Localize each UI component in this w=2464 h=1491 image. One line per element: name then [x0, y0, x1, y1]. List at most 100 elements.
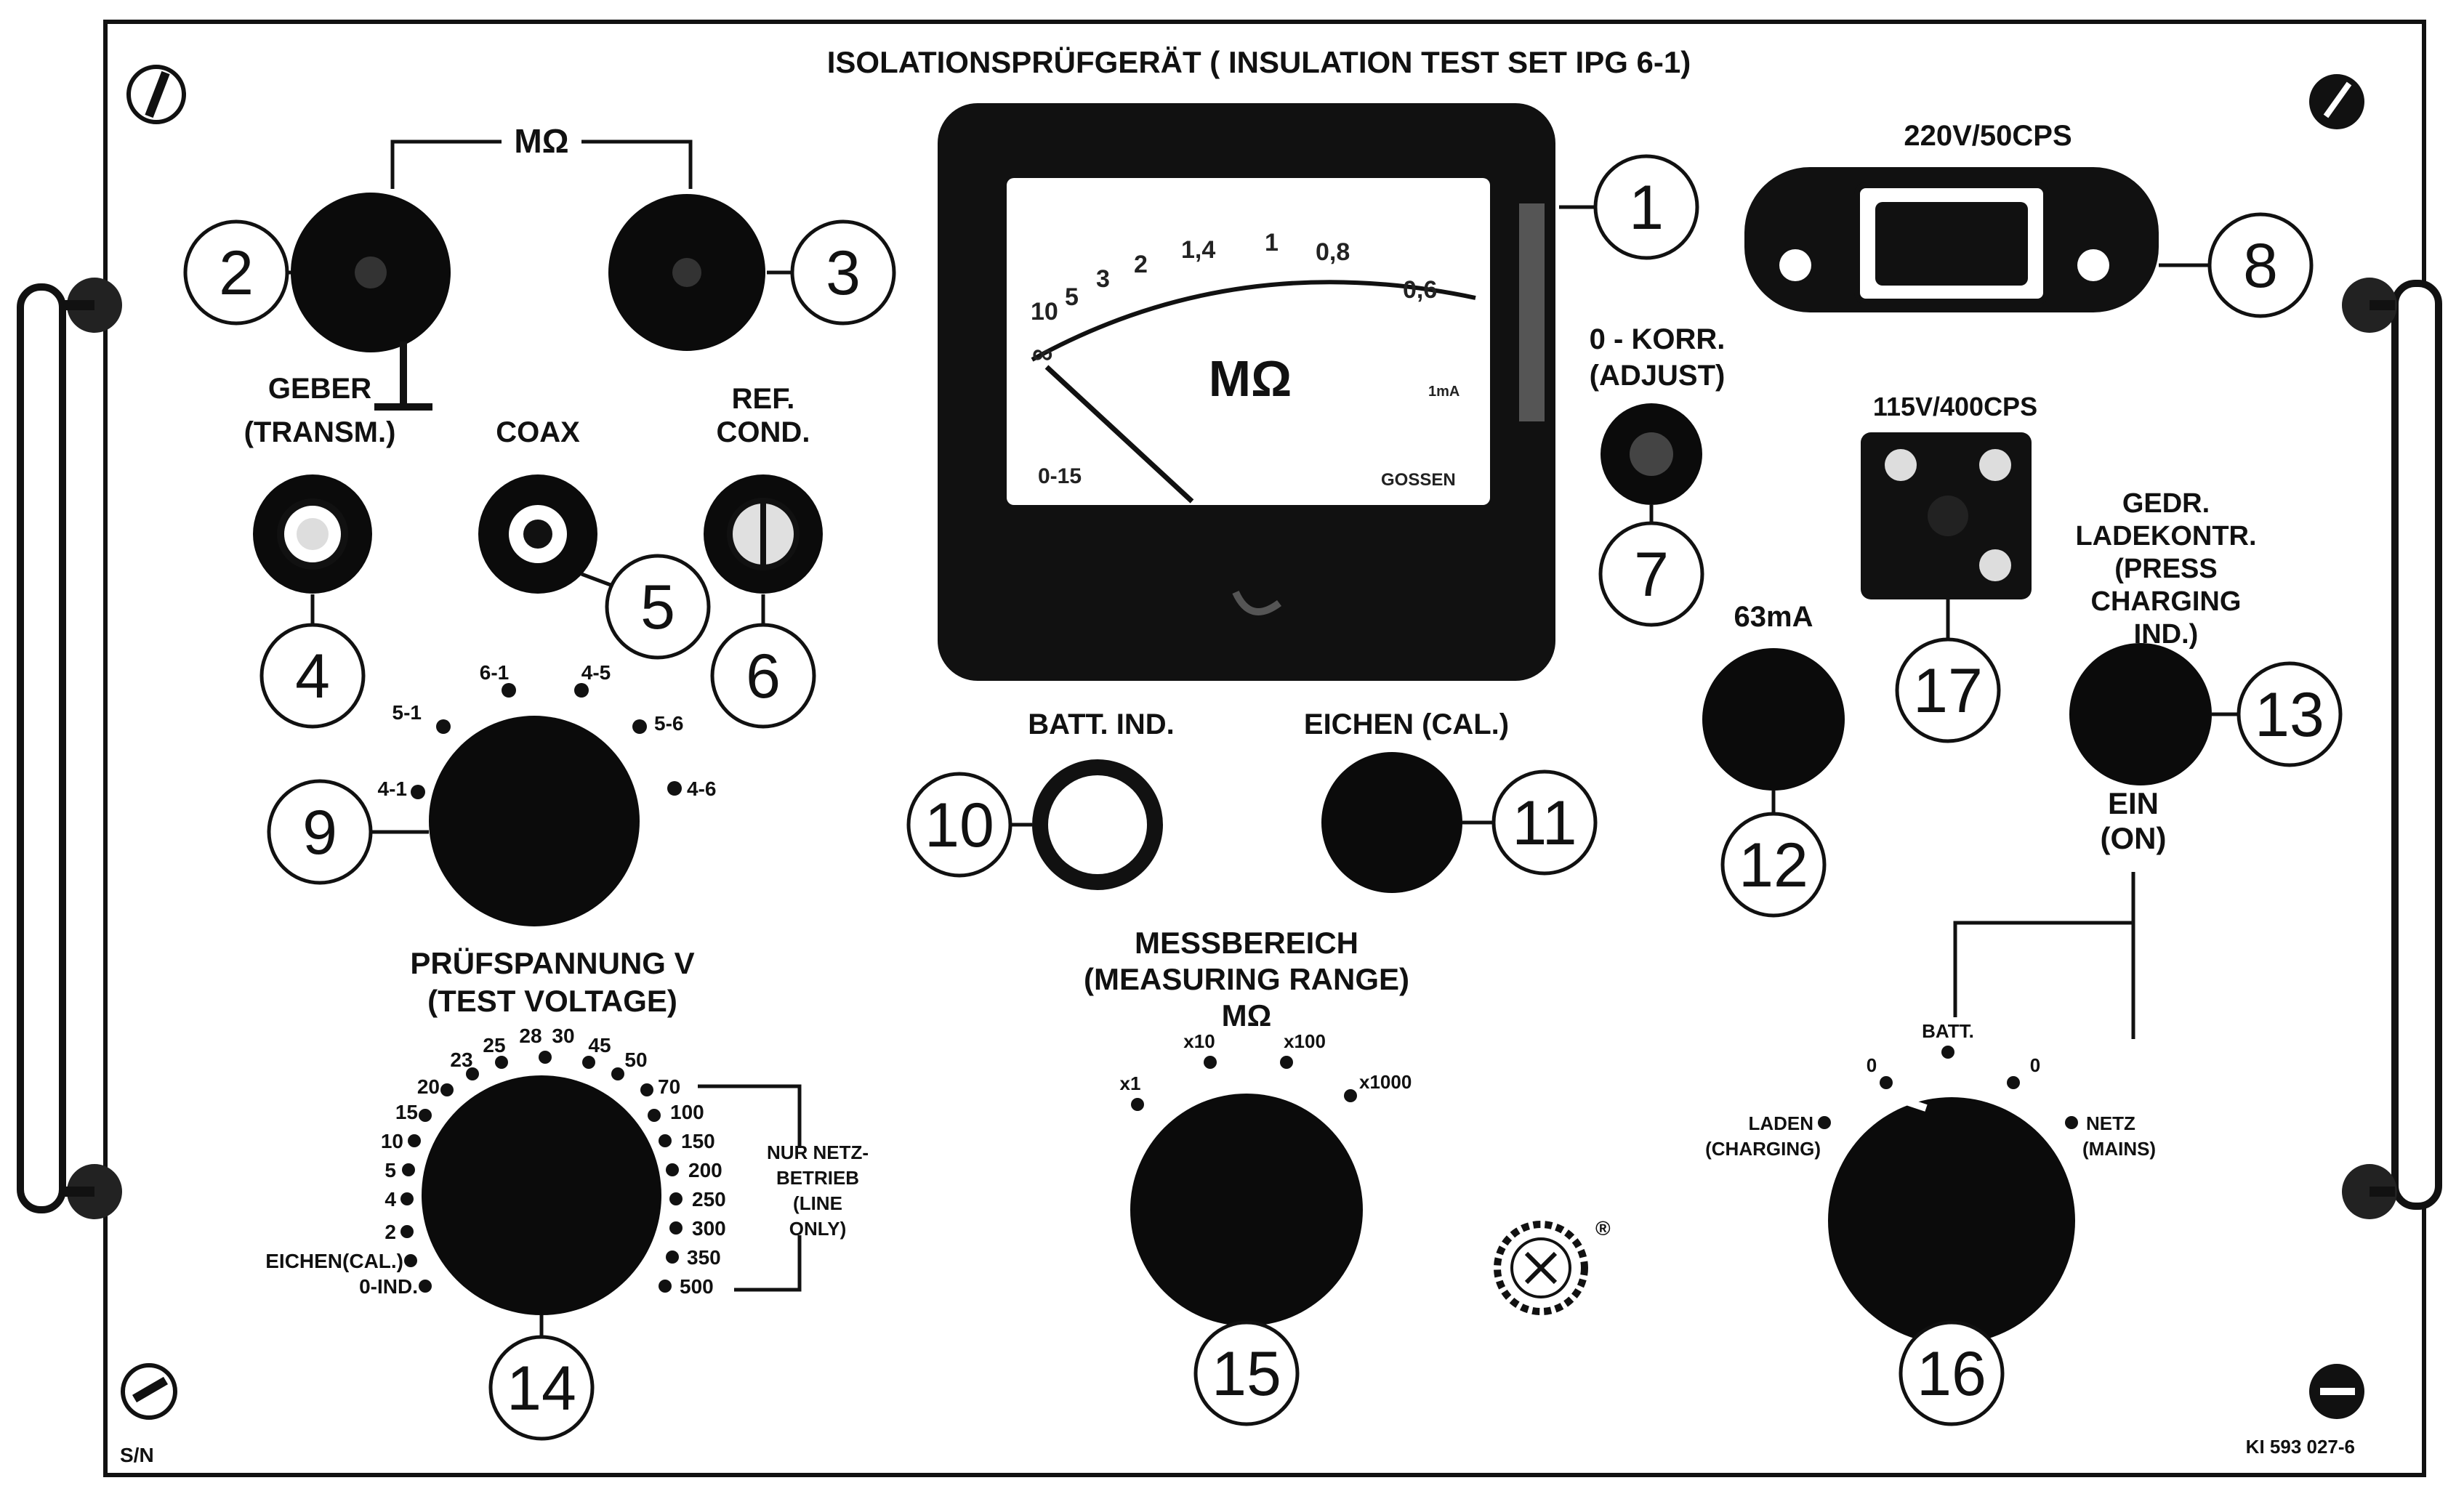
callout-13: 13 [2236, 661, 2343, 767]
position-dot [1280, 1056, 1293, 1069]
on-bracket [1953, 872, 2135, 1039]
svg-text:7: 7 [1634, 540, 1669, 610]
svg-text:13: 13 [2255, 680, 2324, 750]
voltage-position-label: 2 [385, 1221, 396, 1243]
callout-14: 14 [488, 1335, 595, 1441]
callout-5: 5 [605, 554, 711, 660]
selector-position-label: 4-5 [581, 661, 611, 684]
mode-position-label: (CHARGING) [1705, 1138, 1821, 1160]
meter-scale-label: ∞ [1032, 338, 1053, 370]
voltage-position-label: 50 [624, 1048, 647, 1071]
line-only-label: (LINE [793, 1192, 842, 1214]
line-only-label: BETRIEB [776, 1167, 859, 1189]
svg-text:8: 8 [2243, 231, 2278, 301]
megohm-meter [938, 103, 1555, 681]
callout-10: 10 [906, 772, 1012, 878]
position-dot [1818, 1116, 1831, 1129]
svg-text:1: 1 [1629, 173, 1664, 243]
zero-adjust-label: (ADJUST) [1590, 360, 1726, 392]
svg-text:4: 4 [295, 642, 330, 711]
power-inlet-220v[interactable] [1744, 167, 2159, 312]
selector-position-label: 4-1 [378, 777, 407, 800]
callout-2: 2 [183, 219, 289, 326]
position-dot [632, 719, 647, 734]
line-only-bracket [698, 1084, 802, 1292]
position-dot [2065, 1116, 2078, 1129]
meter-unit: MΩ [1209, 350, 1292, 407]
geber-label: GEBER [268, 373, 371, 405]
voltage-position-label: 100 [670, 1101, 704, 1123]
mode-selector-knob[interactable] [1828, 1097, 2075, 1344]
voltage-position-label: 70 [658, 1075, 680, 1098]
svg-text:16: 16 [1917, 1339, 1986, 1409]
voltage-position-label: 15 [395, 1101, 418, 1123]
right-handle[interactable] [2342, 278, 2442, 1219]
svg-text:10: 10 [925, 791, 994, 860]
fuse-holder[interactable] [1702, 648, 1845, 791]
position-dot [1880, 1076, 1893, 1089]
meter-brand: GOSSEN [1381, 470, 1456, 490]
callout-15: 15 [1193, 1320, 1300, 1426]
eichen-cal-label: EICHEN (CAL.) [1304, 708, 1509, 740]
transmitter-socket[interactable] [253, 474, 372, 594]
meter-needle [1044, 365, 1194, 504]
meter-scale-label: 5 [1065, 283, 1079, 311]
screw-icon [2309, 74, 2364, 129]
terminal-pair-label: MΩ [514, 122, 568, 160]
pruef-label: PRÜFSPANNUNG V [410, 946, 694, 980]
reference-condenser-socket[interactable] [704, 474, 823, 594]
svg-text:14: 14 [507, 1354, 576, 1423]
line-only-label: NUR NETZ- [767, 1142, 869, 1163]
voltage-position-label: 500 [680, 1275, 714, 1298]
meter-scale-label: 3 [1096, 265, 1110, 293]
measuring-terminal-2[interactable] [291, 193, 451, 411]
callout-3: 3 [790, 219, 896, 326]
voltage-position-label: 45 [588, 1034, 611, 1056]
meter-scale-label: 2 [1134, 251, 1148, 278]
position-dot [436, 719, 451, 734]
meter-scale-label: 0,6 [1403, 276, 1437, 304]
callout-8: 8 [2207, 212, 2314, 318]
voltage-position-label: 200 [688, 1159, 722, 1181]
reference-number: KI 593 027-6 [2246, 1436, 2355, 1458]
voltage-position-label: 250 [692, 1188, 726, 1211]
mode-position-label: 0 [2030, 1054, 2040, 1076]
left-handle[interactable] [17, 278, 122, 1219]
svg-text:17: 17 [1913, 656, 1983, 726]
range-position-label: x100 [1284, 1030, 1326, 1052]
selector-position-label: 5-1 [392, 701, 422, 724]
callout-9: 9 [267, 779, 373, 885]
position-dot [1941, 1046, 1954, 1059]
mode-position-label: BATT. [1922, 1020, 1974, 1042]
measuring-terminal-3[interactable] [608, 194, 765, 351]
geber-en-label: (TRANSM.) [244, 416, 396, 448]
power-connector-115v[interactable] [1861, 432, 2032, 599]
charging-indicator-button[interactable] [2069, 643, 2212, 785]
coax-label: COAX [496, 416, 580, 448]
meter-scale-label: 0,8 [1316, 238, 1350, 266]
gedr-label: GEDR. [2122, 488, 2210, 519]
transducer-selector-knob[interactable] [429, 716, 640, 926]
voltage-position-label: 0-IND. [359, 1275, 418, 1298]
range-position-label: x1 [1120, 1072, 1141, 1094]
maker-emblem [1494, 1221, 1588, 1315]
meter-scale-label: 10 [1031, 298, 1058, 326]
screw-icon [121, 1363, 177, 1420]
mode-position-label: NETZ [2086, 1112, 2135, 1134]
callout-1: 1 [1593, 154, 1699, 260]
calibrate-button[interactable] [1321, 752, 1462, 893]
test-voltage-selector-knob[interactable] [422, 1075, 661, 1315]
position-dot [667, 781, 682, 796]
measuring-range-selector-knob[interactable] [1130, 1094, 1363, 1326]
meter-scale-label: 1 [1265, 229, 1279, 256]
screw-icon [126, 65, 186, 124]
svg-text:15: 15 [1212, 1339, 1281, 1409]
callout-leaders [287, 205, 2239, 1344]
screw-icon [2309, 1364, 2364, 1419]
mess-label: MESSBEREICH [1135, 926, 1358, 960]
selector-position-label: 5-6 [654, 712, 683, 735]
coax-socket[interactable] [478, 474, 597, 594]
mess-unit-label: MΩ [1222, 998, 1272, 1033]
zero-adjust-screw[interactable] [1601, 403, 1702, 505]
selector-position-label: 4-6 [687, 777, 716, 800]
